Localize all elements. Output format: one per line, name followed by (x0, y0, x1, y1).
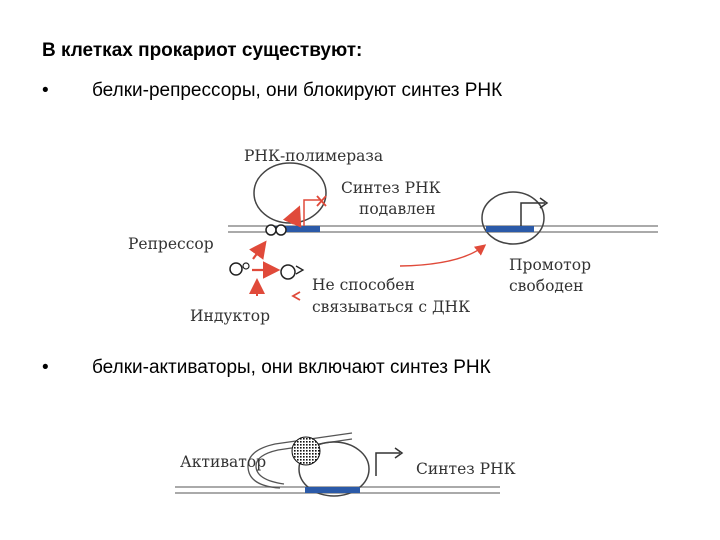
promoter2-site-blue (305, 487, 360, 493)
bullet-marker: • (42, 357, 49, 378)
activator-protein (291, 436, 321, 466)
transcription-arrowhead-icon (539, 197, 549, 209)
label-synthesis-line2: подавлен (359, 200, 436, 218)
transcription2-arrowhead-icon (394, 447, 404, 459)
repressor-bound-circle-2 (275, 224, 287, 236)
bullet-text-repressors: белки-репрессоры, они блокируют синтез Р… (92, 80, 503, 101)
free-repressor-circle (229, 262, 243, 276)
label-promoter-line1: Промотор (509, 256, 591, 274)
repressor-inducer-complex (280, 264, 296, 280)
activator-loop-outer (247, 432, 353, 489)
label-repressor: Репрессор (128, 235, 214, 253)
slide-heading: В клетках прокариот существуют: (42, 40, 363, 61)
label-promoter-line2: свободен (509, 277, 583, 295)
activator-loop-inner (255, 438, 353, 485)
bullet-marker: • (42, 80, 49, 101)
red-arrow-release (249, 240, 267, 260)
label-cannot-bind-line2: связываться с ДНК (312, 298, 470, 316)
transcription2-arrow (375, 452, 400, 476)
red-arrow-to-site (282, 205, 302, 228)
activator-diagram: Активатор Синтез РНК (175, 432, 516, 497)
promoter-site-blue (486, 226, 534, 232)
blocked-x-icon (316, 195, 327, 207)
free-inducer-red-icon (291, 291, 301, 301)
rna-polymerase-shape (253, 162, 327, 224)
repressor-bound-circle-1 (265, 224, 277, 236)
rna-polymerase-on-promoter (481, 191, 545, 245)
bullet-text-activators: белки-активаторы, они включают синтез РН… (92, 357, 491, 378)
operator-site-blue (275, 226, 320, 232)
rna-polymerase-activated (298, 441, 370, 497)
transcription-start-arrow (520, 202, 545, 226)
label-inducer: Индуктор (190, 307, 270, 325)
blocked-transcription-arrow (303, 199, 320, 226)
label-synthesis-line1: Синтез РНК (341, 179, 441, 197)
label-activator: Активатор (180, 453, 266, 471)
red-curved-arrow-promoter (399, 244, 487, 267)
label-rna-polymerase: РНК-полимераза (244, 147, 383, 165)
label-rna-synthesis: Синтез РНК (416, 460, 516, 478)
free-repressor-dot (242, 262, 250, 270)
inducer-shape-bound (295, 265, 305, 275)
label-cannot-bind-line1: Не способен (312, 276, 415, 294)
repressor-diagram: РНК-полимераза Синтез РНК подавлен Репре… (128, 147, 658, 325)
